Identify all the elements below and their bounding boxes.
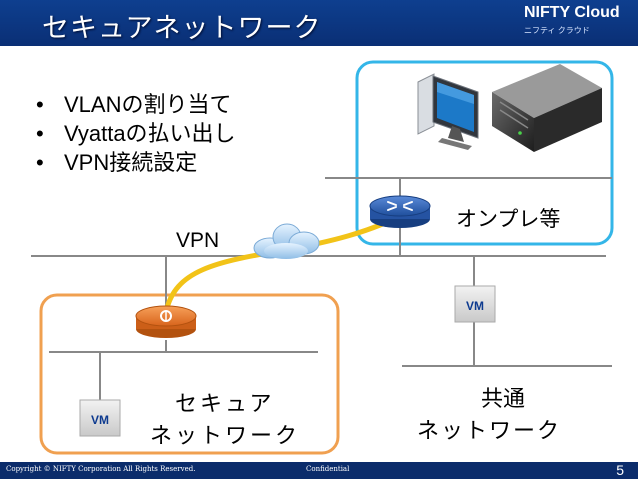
logo-sub-text: ニフティ クラウド [524,26,590,35]
desktop-pc-icon [417,73,479,150]
secure-network-box [39,293,340,455]
secure-network-label-line1: セキュア [175,392,275,417]
secure-vm-icon: VM [79,399,121,437]
bullet-item: Vyattaの払い出し [36,119,236,148]
server-icon [492,64,602,152]
cloud-icon [253,223,320,259]
bullet-item: VPN接続設定 [36,148,236,177]
page-number: 5 [616,462,624,478]
router-icon [369,195,431,228]
shared-vm-label: VM [466,299,484,313]
footer-bar: Copyright © NIFTY Corporation All Rights… [0,462,638,479]
title-bar: セキュアネットワーク NIFTY Cloud ニフティ クラウド [0,0,638,46]
shared-network-label-line2: ネットワーク [417,419,562,444]
bullet-item: VLANの割り当て [36,90,236,119]
on-premise-box [355,60,614,246]
vyatta-router-icon [135,305,197,338]
vpn-label: VPN [176,229,220,252]
nifty-cloud-logo: NIFTY Cloud ニフティ クラウド [524,4,628,40]
on-premise-label: オンプレ等 [456,207,561,231]
copyright-text: Copyright © NIFTY Corporation All Rights… [6,465,196,473]
secure-network-label-line2: ネットワーク [150,424,301,449]
bullet-list: VLANの割り当て Vyattaの払い出し VPN接続設定 [36,90,236,177]
shared-network-label-line1: 共通 [481,387,526,412]
slide-title: セキュアネットワーク [42,13,322,44]
shared-vm-icon: VM [454,285,496,323]
secure-vm-label: VM [91,413,109,427]
confidential-text: Confidential [306,465,350,473]
logo-main-text: NIFTY Cloud [524,4,620,21]
